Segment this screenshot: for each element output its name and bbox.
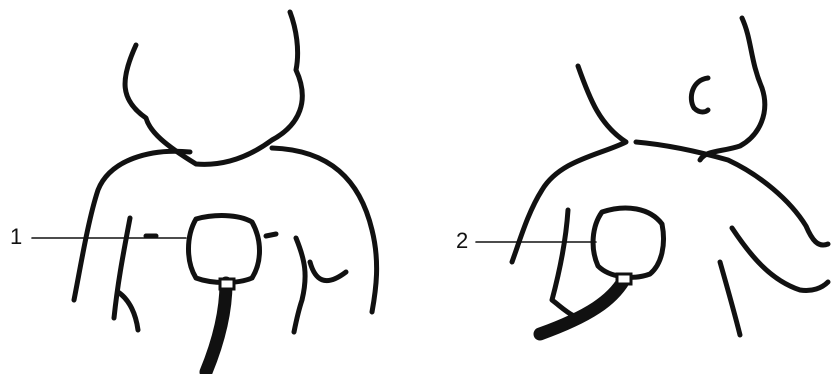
front-left-shoulder <box>74 151 190 300</box>
front-head-outline <box>125 12 302 164</box>
front-view-figure <box>32 12 377 372</box>
back-head-outline <box>700 18 765 160</box>
back-ear <box>691 78 708 112</box>
back-cable-connector <box>617 274 631 284</box>
front-right-torso <box>294 238 346 332</box>
front-right-shoulder <box>272 148 377 312</box>
front-left-torso <box>114 218 138 330</box>
back-pad <box>593 208 663 277</box>
back-pad-label: 2 <box>456 230 468 252</box>
back-left-torso <box>552 210 574 316</box>
front-pad-label: 1 <box>10 226 22 248</box>
back-spine-line <box>720 262 740 335</box>
front-pad-cable <box>206 283 226 372</box>
front-right-nipple <box>266 234 276 236</box>
back-view-figure <box>476 18 828 335</box>
front-cable-connector <box>220 279 234 289</box>
front-pad <box>189 216 260 283</box>
